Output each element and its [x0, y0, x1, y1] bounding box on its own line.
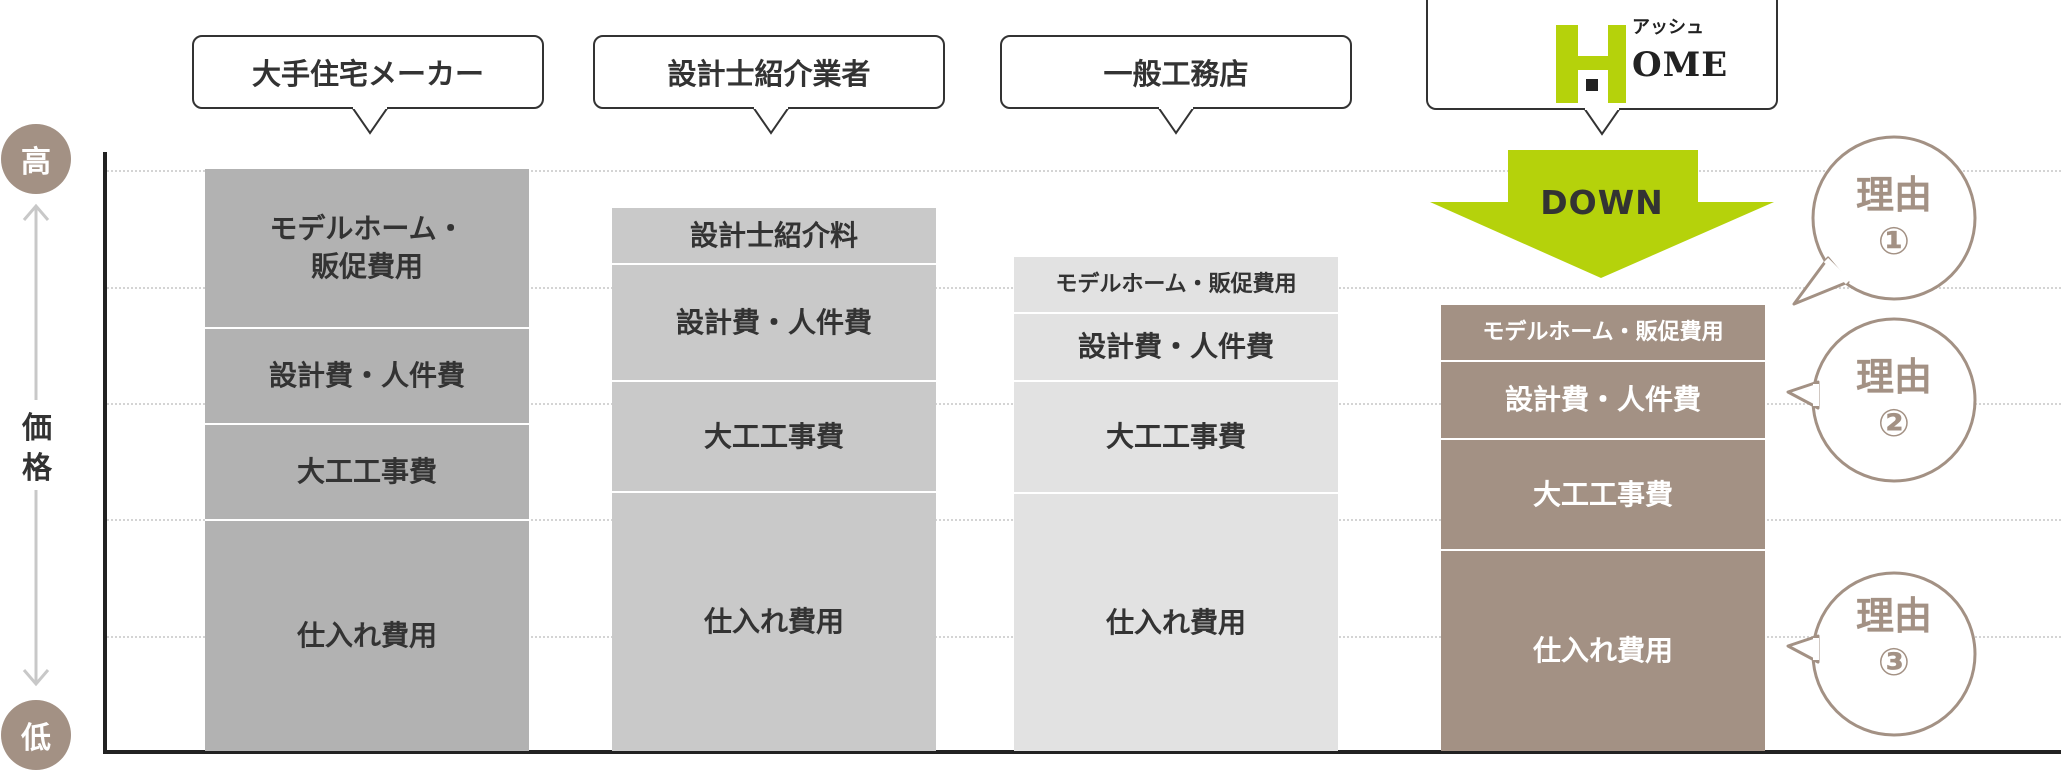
grid-line — [104, 170, 2061, 172]
logo-wordmark: OME — [1632, 45, 1729, 85]
reason-2-text: 理由 ② — [1854, 354, 1934, 446]
reason-1-label: 理由 — [1855, 173, 1932, 217]
cost-segment-design: 設計費・人件費 — [1014, 314, 1338, 382]
bubble-tail — [753, 107, 789, 135]
bubble-tail — [352, 107, 388, 135]
cost-segment-model-home: モデルホーム・ 販促費用 — [205, 169, 529, 329]
high-marker: 高 — [1, 124, 71, 194]
down-arrow-icon — [1430, 150, 1774, 278]
cost-segment-design: 設計費・人件費 — [1441, 362, 1765, 440]
cost-column-4: モデルホーム・販促費用 設計費・人件費 大工工事費 仕入れ費用 — [1441, 305, 1765, 751]
bubble-tail — [1158, 107, 1194, 135]
cost-segment-design: 設計費・人件費 — [205, 329, 529, 425]
cost-column-3: モデルホーム・販促費用 設計費・人件費 大工工事費 仕入れ費用 — [1014, 257, 1338, 751]
logo-kana: アッシュ — [1632, 17, 1704, 38]
x-axis — [103, 750, 2061, 754]
company-label-2: 設計士紹介業者 — [593, 35, 945, 109]
reason-3-label: 理由 — [1855, 594, 1932, 638]
cost-segment-carpentry: 大工工事費 — [1441, 440, 1765, 551]
company-label-4: アッシュ OME — [1426, 0, 1778, 110]
company-label-3: 一般工務店 — [1000, 35, 1352, 109]
cost-segment-materials: 仕入れ費用 — [1441, 551, 1765, 751]
down-label: DOWN — [1540, 183, 1664, 222]
y-axis — [103, 152, 107, 754]
cost-segment-carpentry: 大工工事費 — [205, 425, 529, 521]
cost-segment-carpentry: 大工工事費 — [1014, 382, 1338, 494]
cost-segment-model-home: モデルホーム・販促費用 — [1441, 305, 1765, 362]
cost-segment-carpentry: 大工工事費 — [612, 382, 936, 493]
y-axis-label-2: 格 — [22, 451, 52, 486]
price-arrow-icon — [22, 203, 50, 687]
bubble-tail — [1584, 108, 1620, 136]
reason-3-text: 理由 ③ — [1854, 593, 1934, 685]
reason-2-number: ② — [1877, 401, 1911, 445]
low-marker: 低 — [1, 700, 71, 770]
cost-segment-materials: 仕入れ費用 — [1014, 494, 1338, 751]
reason-2-label: 理由 — [1855, 355, 1932, 399]
cost-segment-materials: 仕入れ費用 — [205, 521, 529, 751]
cost-segment-materials: 仕入れ費用 — [612, 493, 936, 751]
y-axis-label-1: 価 — [22, 411, 52, 446]
cost-segment-referral-fee: 設計士紹介料 — [612, 208, 936, 265]
cost-segment-design: 設計費・人件費 — [612, 265, 936, 382]
cost-column-2: 設計士紹介料 設計費・人件費 大工工事費 仕入れ費用 — [612, 208, 936, 751]
reason-bubble-3 — [1786, 571, 1977, 737]
reason-bubble-1 — [1792, 135, 1977, 306]
reason-3-number: ③ — [1877, 640, 1911, 684]
reason-bubble-2 — [1786, 317, 1977, 483]
cost-column-1: モデルホーム・ 販促費用 設計費・人件費 大工工事費 仕入れ費用 — [205, 169, 529, 751]
cost-segment-model-home: モデルホーム・販促費用 — [1014, 257, 1338, 314]
ash-home-logo: アッシュ OME — [1492, 9, 1727, 103]
reason-1-text: 理由 ① — [1854, 172, 1934, 264]
reason-1-number: ① — [1877, 219, 1911, 263]
company-label-1: 大手住宅メーカー — [192, 35, 544, 109]
